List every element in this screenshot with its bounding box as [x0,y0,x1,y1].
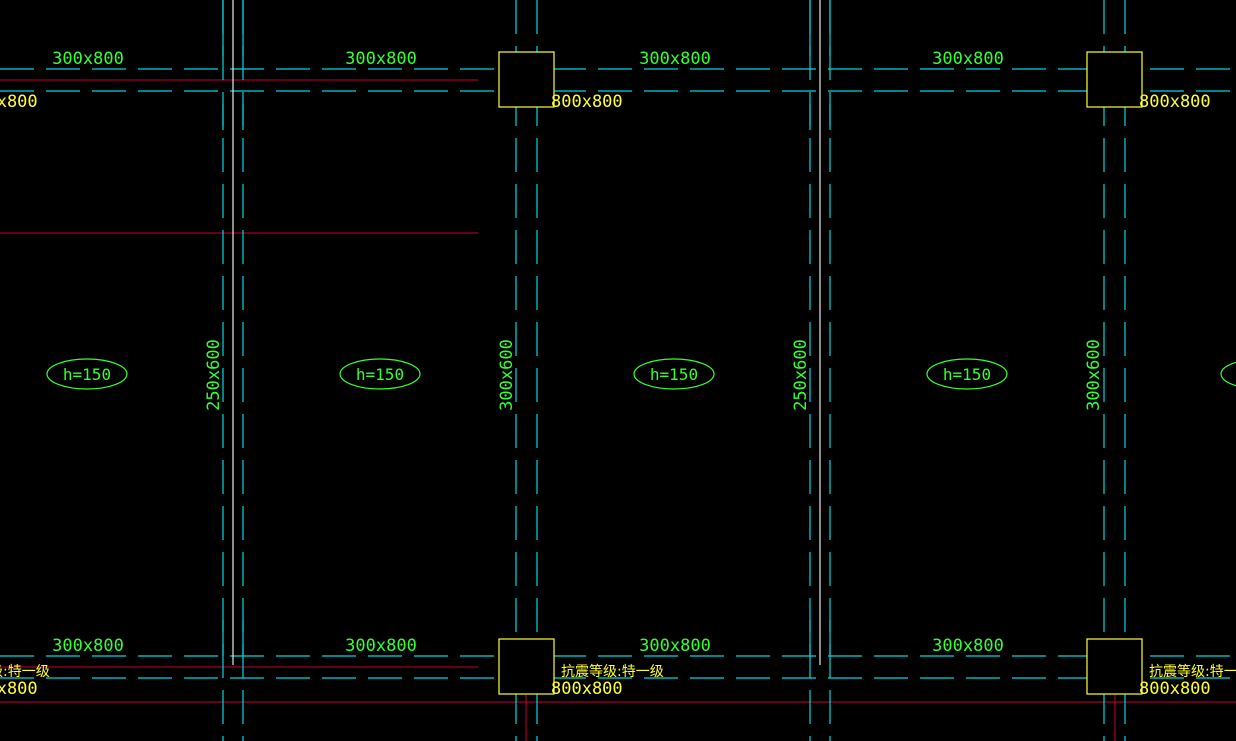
beam-label: 300x800 [932,636,1004,656]
seismic-grade-labels: 抗震等级:特一级 抗震等级:特一级 抗震等级:特一级 [0,663,1236,680]
column [498,51,555,108]
column-size-labels: 800x800 800x800 800x800 800x800 800x800 … [0,92,1211,699]
column [1086,51,1143,108]
beam-label: 300x800 [345,636,417,656]
seismic-grade-label: 抗震等级:特一级 [561,663,664,680]
column-size-label: 800x800 [0,679,38,699]
beam-label: 300x800 [52,636,124,656]
beam-label: 300x800 [345,49,417,69]
horizontal-beams [0,68,1236,679]
column-size-label: 800x800 [551,92,623,112]
beam-label: 300x800 [639,49,711,69]
slab-thickness-labels: h=150 h=150 h=150 h=150 [63,365,991,384]
solid-wall-lines [232,0,821,665]
vertical-beam-labels: 250x600 300x600 250x600 300x600 [204,339,1104,411]
column-size-label: 800x800 [1139,679,1211,699]
column [1086,638,1143,695]
beam-label: 250x600 [204,339,224,411]
slab-thickness-label: h=150 [63,365,111,384]
slab-ellipses [46,358,1236,390]
top-beam-labels: 300x800 300x800 300x800 300x800 [52,49,1004,69]
column-size-label: 800x800 [0,92,38,112]
beam-label: 300x800 [52,49,124,69]
slab-thickness-label: h=150 [943,365,991,384]
slab-thickness-label: h=150 [650,365,698,384]
seismic-grade-label: 抗震等级:特一级 [1149,663,1236,680]
beam-label: 300x600 [497,339,517,411]
beam-corner-segments [222,0,831,656]
beam-label: 250x600 [791,339,811,411]
beam-label: 300x600 [1084,339,1104,411]
seismic-grade-label: 抗震等级:特一级 [0,663,50,680]
column [498,638,555,695]
axis-lines [0,79,1236,741]
beam-label: 300x800 [932,49,1004,69]
bottom-beam-labels: 300x800 300x800 300x800 300x800 [52,636,1004,656]
column-size-label: 800x800 [551,679,623,699]
column-size-label: 800x800 [1139,92,1211,112]
slab-thickness-label: h=150 [356,365,404,384]
beam-label: 300x800 [639,636,711,656]
columns [498,51,1143,695]
